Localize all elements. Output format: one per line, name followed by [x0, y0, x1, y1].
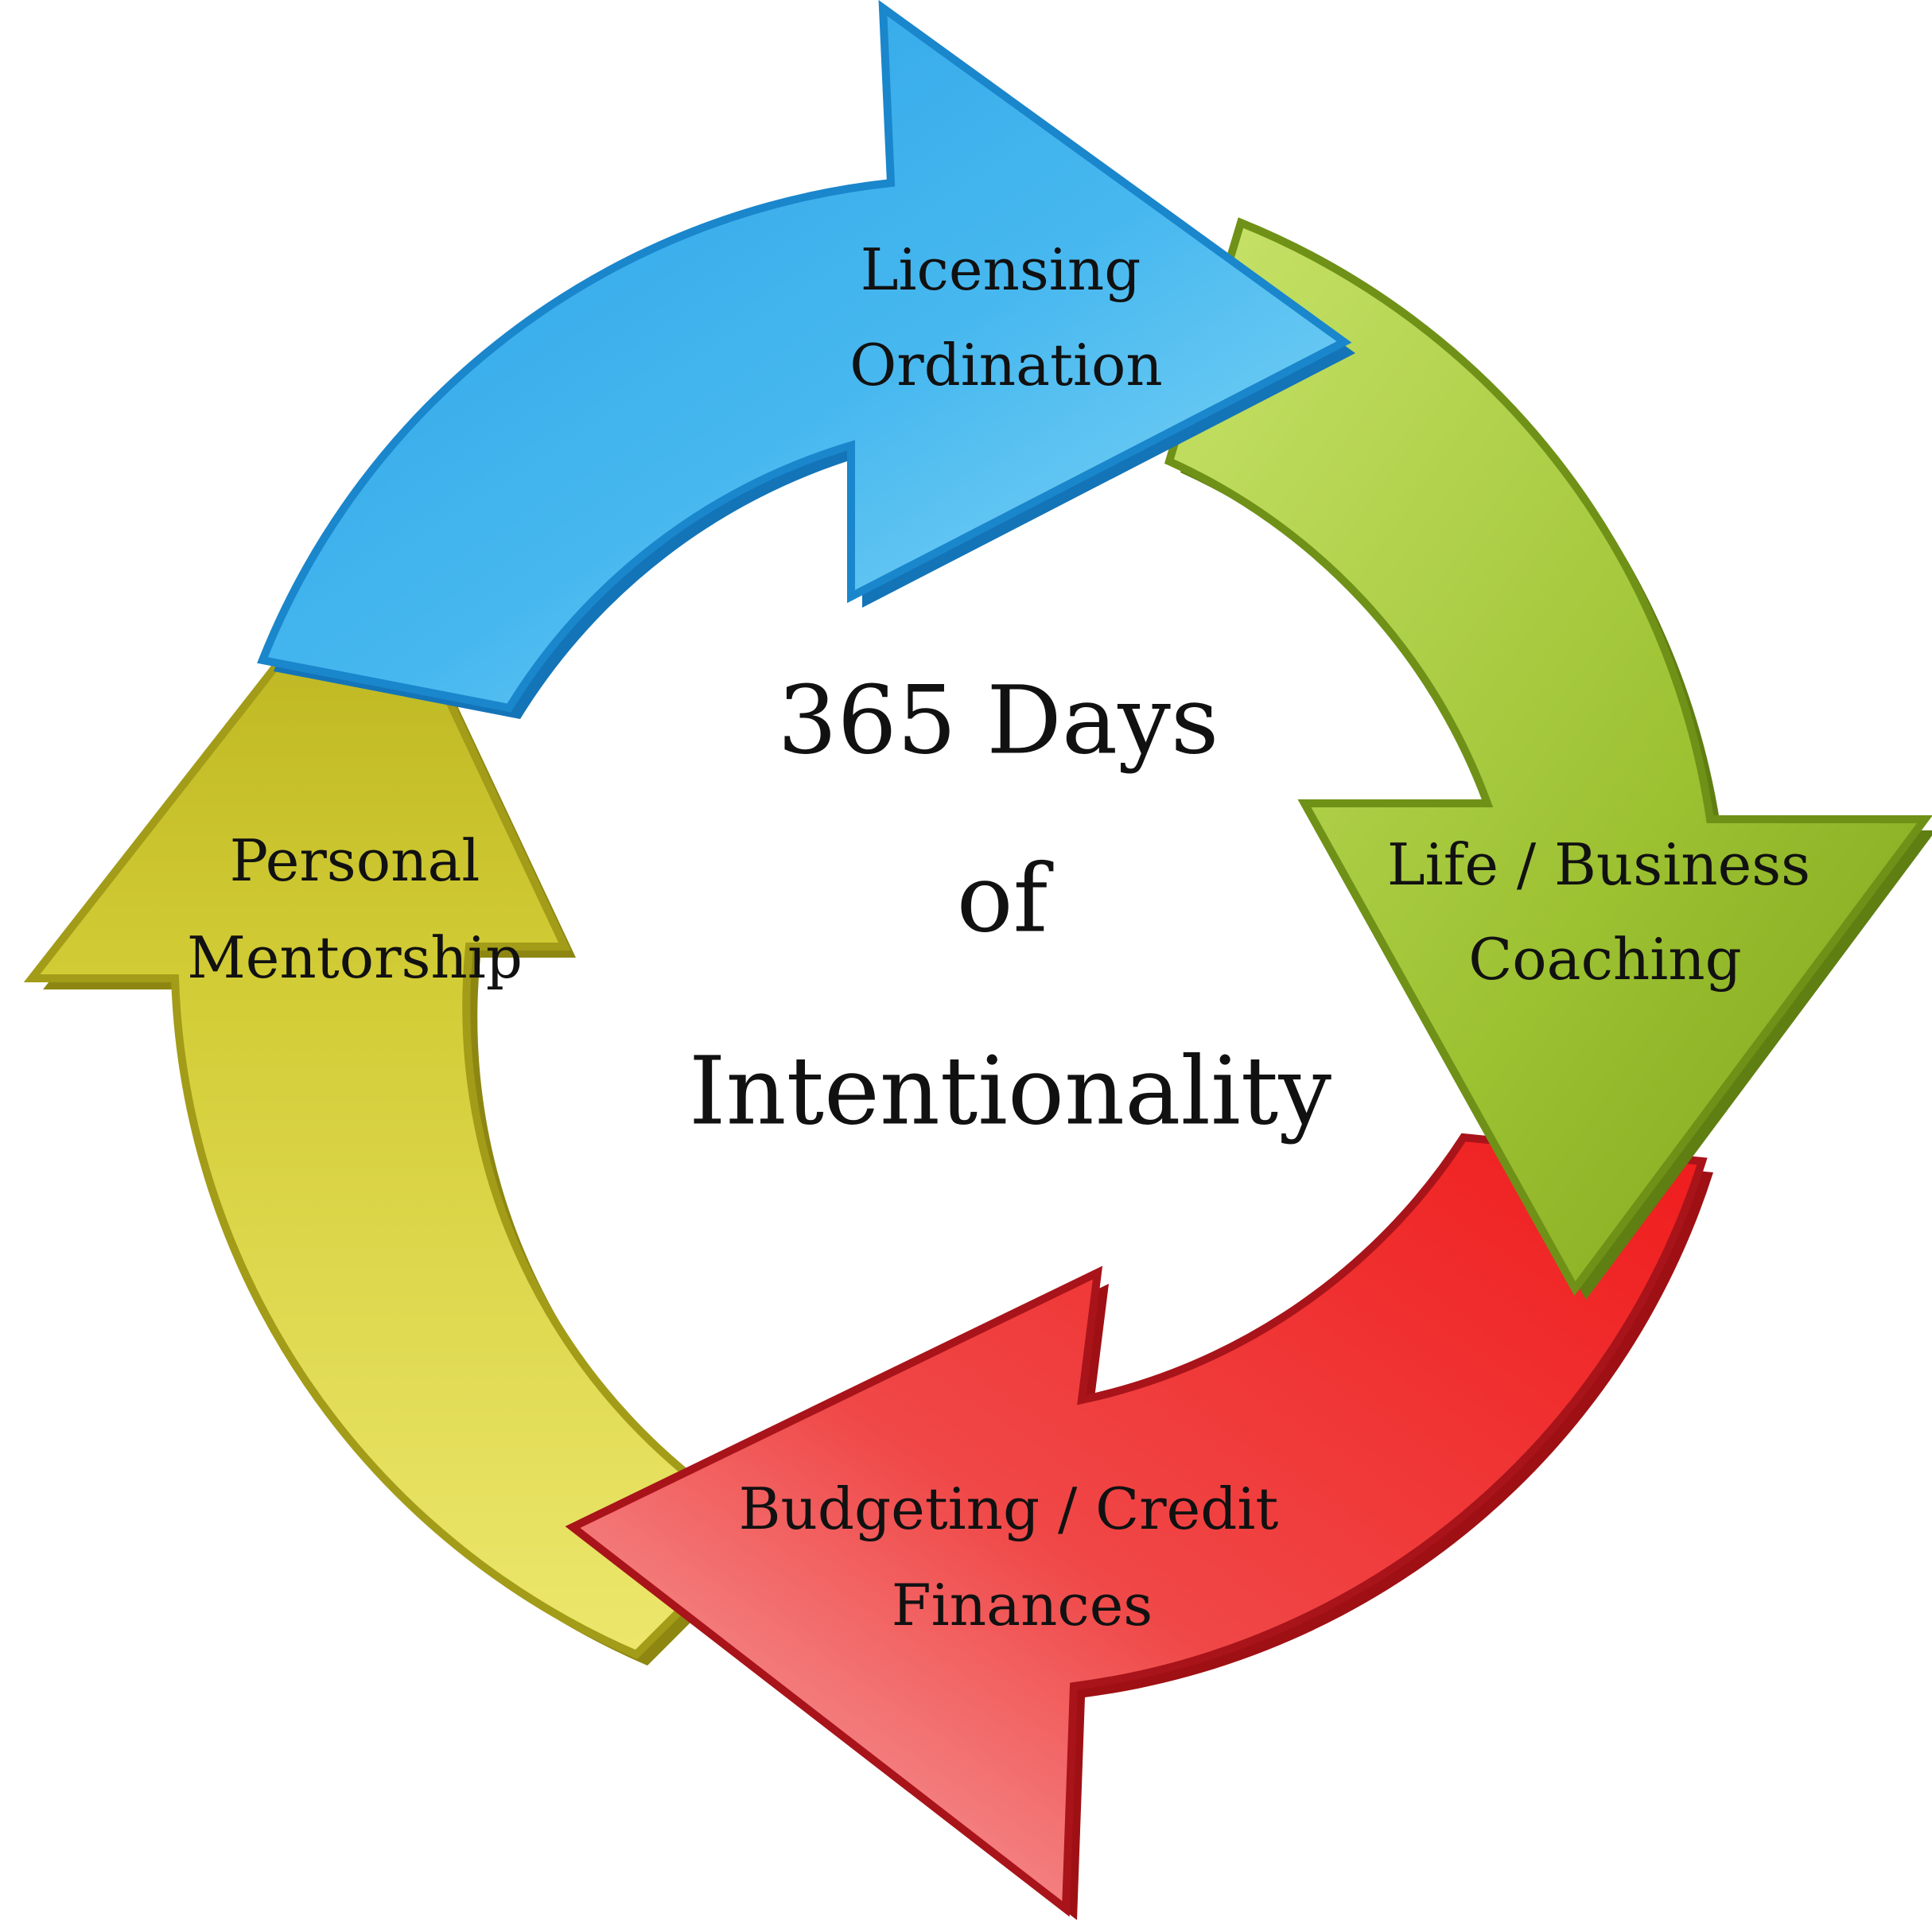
arrow-blue-body — [257, 0, 1352, 713]
segment-label-line: Budgeting / Credit — [739, 1475, 1279, 1542]
arrow-segment-red — [565, 1133, 1713, 1920]
segment-label-line: Finances — [892, 1572, 1153, 1639]
segment-label-line: Licensing — [861, 236, 1141, 303]
arrow-segment-green — [1164, 217, 1932, 1300]
arrow-yellow-body — [23, 533, 771, 1659]
center-title-line-1: 365 Days — [778, 666, 1219, 776]
segment-label-line: Mentorship — [187, 924, 523, 991]
arrow-segment-yellow — [23, 533, 775, 1666]
segment-label-line: Ordination — [849, 332, 1163, 398]
arrow-segment-blue — [257, 0, 1355, 719]
label-personal-mentorship: Personal Mentorship — [187, 827, 523, 991]
segment-label-line: Life / Business — [1387, 831, 1810, 898]
label-life-business-coaching: Life / Business Coaching — [1387, 831, 1810, 993]
center-title-line-3: Intentionality — [689, 1036, 1331, 1146]
center-title-line-2: of — [957, 844, 1054, 954]
arrow-green-body — [1164, 217, 1932, 1296]
center-title: 365 Days of Intentionality — [689, 666, 1331, 1146]
label-licensing-ordination: Licensing Ordination — [849, 236, 1163, 398]
segment-label-line: Coaching — [1468, 926, 1742, 993]
segment-label-line: Personal — [230, 827, 480, 894]
label-budgeting-credit-finances: Budgeting / Credit Finances — [739, 1475, 1279, 1639]
arrow-red-body — [565, 1133, 1708, 1917]
